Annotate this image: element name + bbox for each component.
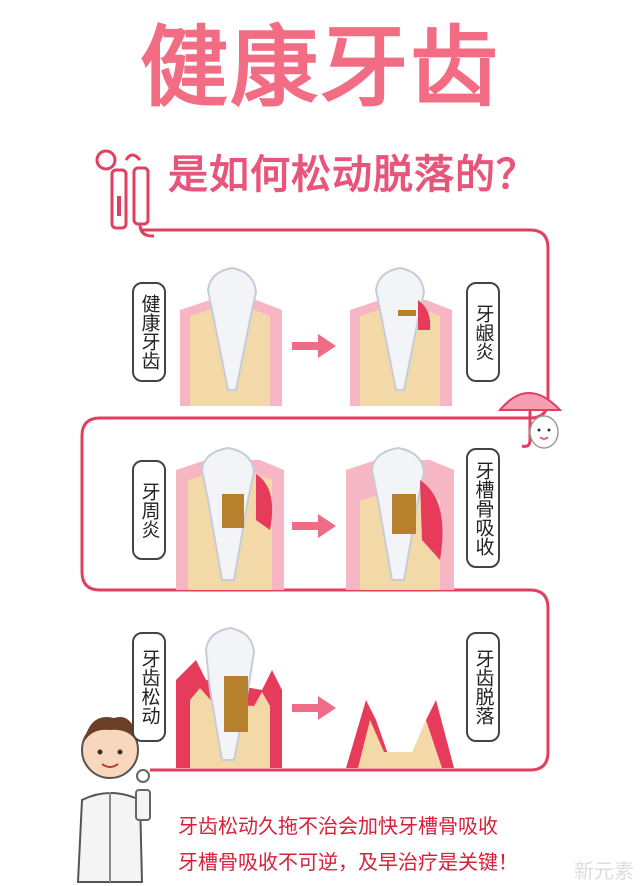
tooth-healthy-illustration bbox=[180, 266, 282, 406]
dental-tools-icon bbox=[95, 149, 154, 238]
label-tooth-loosening: 牙齿松动 bbox=[132, 632, 166, 742]
label-tooth-loss: 牙齿脱落 bbox=[466, 632, 500, 742]
subtitle: 是如何松动脱落的？ bbox=[168, 152, 537, 198]
doctor-illustration bbox=[76, 717, 151, 883]
watermark: 新元素 bbox=[574, 859, 634, 883]
label-periodontitis: 牙周炎 bbox=[132, 460, 166, 560]
arrow-icon bbox=[292, 696, 336, 720]
arrow-icon bbox=[292, 514, 336, 538]
umbrella-tooth-icon bbox=[497, 392, 563, 449]
flow-path bbox=[80, 228, 550, 772]
tooth-gingivitis-illustration bbox=[350, 266, 452, 406]
note-line-2: 牙槽骨吸收不可逆，及早治疗是关键！ bbox=[178, 850, 518, 874]
tooth-loosening-illustration bbox=[176, 626, 282, 768]
label-bone-resorption: 牙槽骨吸收 bbox=[466, 448, 500, 568]
main-title: 健康牙齿 bbox=[139, 16, 500, 119]
note-line-1: 牙齿松动久拖不治会加快牙槽骨吸收 bbox=[178, 814, 498, 838]
arrow-icon bbox=[292, 334, 336, 358]
label-healthy-tooth: 健康牙齿 bbox=[132, 282, 166, 382]
tooth-bone-resorption-illustration bbox=[346, 446, 454, 590]
label-gingivitis: 牙龈炎 bbox=[466, 282, 500, 382]
tooth-periodontitis-illustration bbox=[176, 446, 284, 590]
tooth-loss-illustration bbox=[346, 700, 454, 768]
